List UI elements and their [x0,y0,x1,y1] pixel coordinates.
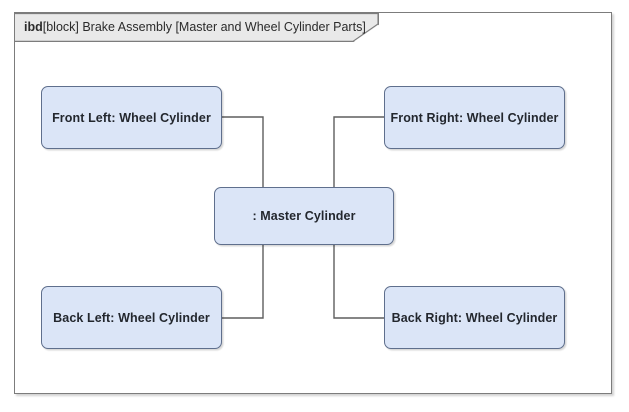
part-box-master-cylinder[interactable]: : Master Cylinder [214,187,394,245]
part-label-back-left: Back Left: Wheel Cylinder [53,310,210,325]
connector-front-right-to-master [333,116,384,187]
part-label-front-left: Front Left: Wheel Cylinder [52,110,211,125]
connector-front-left-to-master [222,116,264,187]
diagram-kind-keyword: ibd [24,20,43,34]
part-box-front-left[interactable]: Front Left: Wheel Cylinder [41,86,222,149]
part-box-back-left[interactable]: Back Left: Wheel Cylinder [41,286,222,349]
part-box-back-right[interactable]: Back Right: Wheel Cylinder [384,286,565,349]
diagram-frame: ibd[block] Brake Assembly [Master and Wh… [14,12,612,394]
connector-back-right-to-master [333,245,384,319]
diagram-title: ibd[block] Brake Assembly [Master and Wh… [24,13,366,42]
diagram-title-text: [block] Brake Assembly [Master and Wheel… [42,20,366,34]
part-label-master-cylinder: : Master Cylinder [252,209,356,223]
part-label-front-right: Front Right: Wheel Cylinder [390,110,559,125]
part-label-back-right: Back Right: Wheel Cylinder [391,310,558,325]
part-box-front-right[interactable]: Front Right: Wheel Cylinder [384,86,565,149]
connector-back-left-to-master [222,245,264,319]
